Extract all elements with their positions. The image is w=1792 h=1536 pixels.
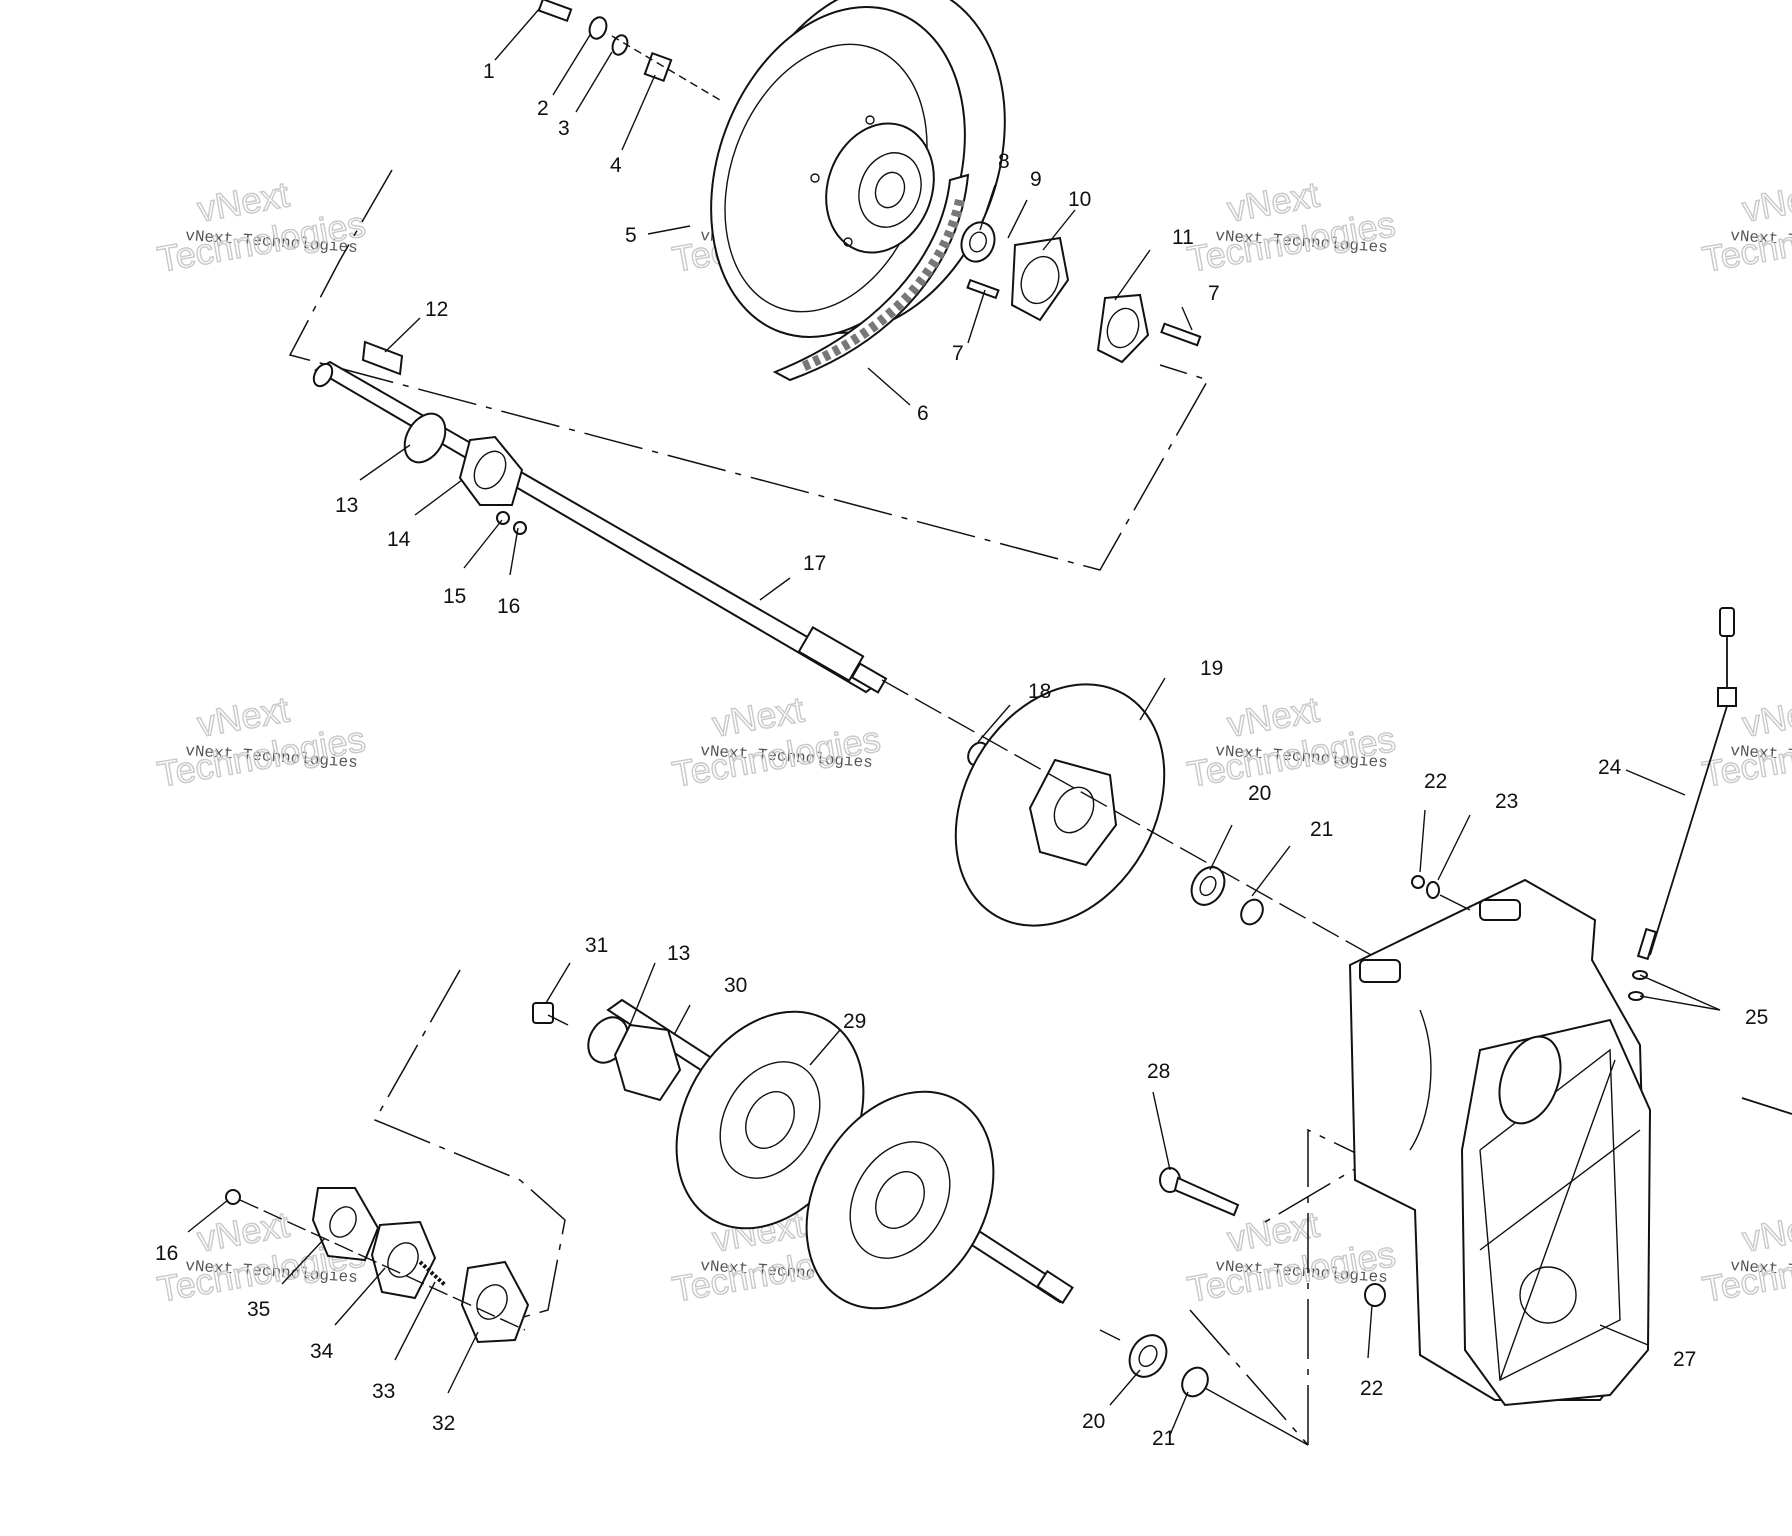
flange-32 <box>460 1260 530 1344</box>
spring-33 <box>418 1260 447 1287</box>
nut-22b <box>1364 1283 1386 1307</box>
nut-16a <box>513 521 527 535</box>
callout-20-lower: 20 <box>1082 1410 1105 1433</box>
washer-2 <box>588 16 608 40</box>
bearing-13a <box>403 412 447 464</box>
o-ring-21b <box>1181 1366 1209 1398</box>
watermark-line1: vNext <box>1739 1204 1792 1260</box>
callout-20-upper: 20 <box>1248 782 1271 805</box>
dipstick-24 <box>1636 607 1737 961</box>
nut-16b <box>225 1189 241 1205</box>
gasket-34 <box>370 1220 437 1300</box>
disc-19 <box>954 683 1166 927</box>
callout-32: 32 <box>432 1412 455 1435</box>
callout-22-lower: 22 <box>1360 1377 1383 1400</box>
callout-8: 8 <box>998 150 1010 173</box>
washer-23 <box>1426 881 1440 899</box>
bolt-7a <box>966 278 1000 300</box>
o-ring-21a <box>1240 898 1264 926</box>
o-ring-25 <box>1628 970 1648 1001</box>
bearing-8 <box>960 221 996 263</box>
drive-belt <box>772 173 970 382</box>
callout-2: 2 <box>537 97 549 120</box>
flange-10 <box>1010 236 1070 322</box>
bolt-31 <box>532 1002 554 1024</box>
callout-11: 11 <box>1172 226 1194 249</box>
callout-29: 29 <box>843 1010 866 1033</box>
assembly-outline-upper <box>288 169 1210 571</box>
callout-13-lower: 13 <box>667 942 690 965</box>
callout-14: 14 <box>387 528 411 551</box>
callout-16-lower: 16 <box>155 1242 178 1265</box>
bolt-1 <box>537 0 573 23</box>
callout-6: 6 <box>917 402 929 425</box>
key-12 <box>361 340 404 376</box>
assembly-outline-lower <box>373 969 566 1331</box>
nut-22a <box>1411 875 1425 889</box>
watermark-line1: vNext <box>1739 174 1792 230</box>
callout-22-upper: 22 <box>1424 770 1447 793</box>
jackshaft-17 <box>312 360 888 694</box>
callout-5: 5 <box>625 224 637 247</box>
callout-21-lower: 21 <box>1152 1427 1175 1450</box>
chaincase-27 <box>1348 878 1652 1407</box>
callout-18: 18 <box>1028 680 1051 703</box>
washer-15 <box>496 511 510 525</box>
assembly-outline-right <box>1189 1128 1372 1446</box>
callout-30: 30 <box>724 974 747 997</box>
watermark-line1: vNext <box>1739 689 1792 745</box>
plate-11 <box>1096 293 1150 364</box>
callout-17: 17 <box>803 552 826 575</box>
callout-23: 23 <box>1495 790 1518 813</box>
callout-9: 9 <box>1030 168 1042 191</box>
bolt-right-edge <box>1741 1097 1792 1115</box>
callout-labels: 1 2 3 4 5 6 7 7 8 9 10 11 12 13 14 15 16… <box>155 60 1768 1450</box>
callout-21-upper: 21 <box>1310 818 1333 841</box>
callout-10: 10 <box>1068 188 1091 211</box>
bolt-7b <box>1160 322 1202 347</box>
callout-33: 33 <box>372 1380 395 1403</box>
washer-3 <box>611 34 629 56</box>
leader-lines <box>187 7 1721 1436</box>
sprocket-right <box>805 1090 995 1310</box>
callout-16-upper: 16 <box>497 595 520 618</box>
callout-12: 12 <box>425 298 448 321</box>
callout-34: 34 <box>310 1340 334 1363</box>
callout-1: 1 <box>483 60 495 83</box>
callout-27: 27 <box>1673 1348 1696 1371</box>
callout-24: 24 <box>1598 756 1622 779</box>
callout-31: 31 <box>585 934 608 957</box>
callout-13-upper: 13 <box>335 494 358 517</box>
callout-7-right: 7 <box>1208 282 1220 305</box>
callout-25: 25 <box>1745 1006 1768 1029</box>
bearing-20a <box>1190 866 1226 906</box>
flange-14 <box>458 435 524 506</box>
flange-35 <box>311 1187 380 1262</box>
callout-35: 35 <box>247 1298 270 1321</box>
callout-28: 28 <box>1147 1060 1170 1083</box>
bearing-20b <box>1128 1334 1168 1378</box>
bolt-28 <box>1159 1167 1240 1217</box>
callout-15: 15 <box>443 585 466 608</box>
flange-30 <box>613 1023 682 1102</box>
callout-4: 4 <box>610 154 622 177</box>
callout-19: 19 <box>1200 657 1223 680</box>
callout-7-left: 7 <box>952 342 964 365</box>
callout-3: 3 <box>558 117 570 140</box>
